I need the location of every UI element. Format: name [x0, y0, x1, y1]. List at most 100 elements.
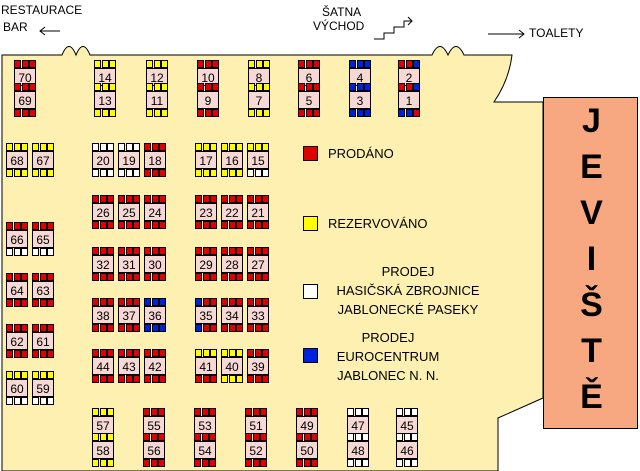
seat[interactable] [197, 109, 204, 117]
seat[interactable] [99, 221, 107, 229]
seat[interactable] [212, 60, 219, 68]
seat[interactable] [29, 109, 36, 117]
seat[interactable] [125, 375, 133, 383]
table-25[interactable]: 25 [118, 203, 140, 221]
seat[interactable] [13, 299, 21, 307]
table-7[interactable]: 7 [248, 91, 270, 109]
seat[interactable] [109, 109, 116, 117]
seat[interactable] [146, 109, 153, 117]
seat[interactable] [313, 109, 320, 117]
seat[interactable] [47, 371, 54, 379]
seat[interactable] [107, 375, 114, 383]
table-59[interactable]: 59 [32, 379, 54, 397]
table-38[interactable]: 38 [92, 306, 114, 324]
seat[interactable] [201, 459, 209, 467]
seat[interactable] [236, 143, 243, 151]
seat[interactable] [221, 195, 228, 203]
table-24[interactable]: 24 [144, 203, 166, 221]
seat[interactable] [254, 195, 262, 203]
seat[interactable] [144, 273, 151, 281]
seat[interactable] [144, 324, 151, 332]
seat[interactable] [396, 433, 403, 441]
seat[interactable] [262, 247, 269, 255]
table-47[interactable]: 47 [347, 416, 369, 434]
seat[interactable] [21, 169, 28, 177]
seat[interactable] [13, 169, 21, 177]
seat[interactable] [39, 371, 47, 379]
seat[interactable] [195, 247, 202, 255]
seat[interactable] [99, 298, 107, 306]
seat[interactable] [101, 60, 109, 68]
seat[interactable] [92, 433, 99, 441]
seat[interactable] [99, 247, 107, 255]
table-26[interactable]: 26 [92, 203, 114, 221]
seat[interactable] [204, 109, 212, 117]
seat[interactable] [221, 375, 228, 383]
seat[interactable] [347, 408, 354, 416]
seat[interactable] [202, 349, 210, 357]
seat[interactable] [260, 433, 267, 441]
table-57[interactable]: 57 [92, 416, 114, 434]
seat[interactable] [209, 459, 216, 467]
seat[interactable] [94, 109, 101, 117]
seat[interactable] [248, 109, 255, 117]
seat[interactable] [413, 83, 420, 91]
seat[interactable] [204, 83, 212, 91]
seat[interactable] [313, 60, 320, 68]
seat[interactable] [194, 408, 201, 416]
seat[interactable] [6, 273, 13, 281]
seat[interactable] [260, 408, 267, 416]
seat[interactable] [254, 143, 262, 151]
seat[interactable] [195, 221, 202, 229]
seat[interactable] [221, 221, 228, 229]
seat[interactable] [262, 298, 269, 306]
seat[interactable] [263, 109, 270, 117]
seat[interactable] [29, 83, 36, 91]
table-14[interactable]: 14 [94, 68, 116, 86]
seat[interactable] [210, 169, 217, 177]
seat[interactable] [247, 349, 254, 357]
seat[interactable] [403, 408, 411, 416]
seat[interactable] [159, 273, 166, 281]
seat[interactable] [92, 459, 99, 467]
seat[interactable] [151, 143, 159, 151]
seat[interactable] [247, 298, 254, 306]
seat[interactable] [202, 195, 210, 203]
seat[interactable] [39, 299, 47, 307]
seat[interactable] [195, 143, 202, 151]
seat[interactable] [118, 169, 125, 177]
seat[interactable] [151, 324, 159, 332]
seat[interactable] [92, 298, 99, 306]
seat[interactable] [303, 433, 311, 441]
seat[interactable] [6, 397, 13, 405]
seat[interactable] [262, 143, 269, 151]
seat[interactable] [255, 60, 263, 68]
seat[interactable] [47, 222, 54, 230]
seat[interactable] [13, 350, 21, 358]
seat[interactable] [228, 221, 236, 229]
seat[interactable] [262, 273, 269, 281]
seat[interactable] [99, 324, 107, 332]
seat[interactable] [396, 459, 403, 467]
seat[interactable] [92, 324, 99, 332]
seat[interactable] [411, 459, 418, 467]
seat[interactable] [101, 83, 109, 91]
seat[interactable] [202, 143, 210, 151]
seat[interactable] [133, 298, 140, 306]
seat[interactable] [254, 221, 262, 229]
seat[interactable] [92, 195, 99, 203]
seat[interactable] [118, 143, 125, 151]
table-27[interactable]: 27 [247, 255, 269, 273]
seat[interactable] [349, 109, 356, 117]
seat[interactable] [6, 169, 13, 177]
seat[interactable] [303, 408, 311, 416]
table-56[interactable]: 56 [143, 441, 165, 459]
table-61[interactable]: 61 [32, 332, 54, 350]
seat[interactable] [236, 375, 243, 383]
seat[interactable] [151, 375, 159, 383]
seat[interactable] [362, 408, 369, 416]
table-23[interactable]: 23 [195, 203, 217, 221]
seat[interactable] [150, 459, 158, 467]
seat[interactable] [228, 195, 236, 203]
seat[interactable] [364, 83, 371, 91]
